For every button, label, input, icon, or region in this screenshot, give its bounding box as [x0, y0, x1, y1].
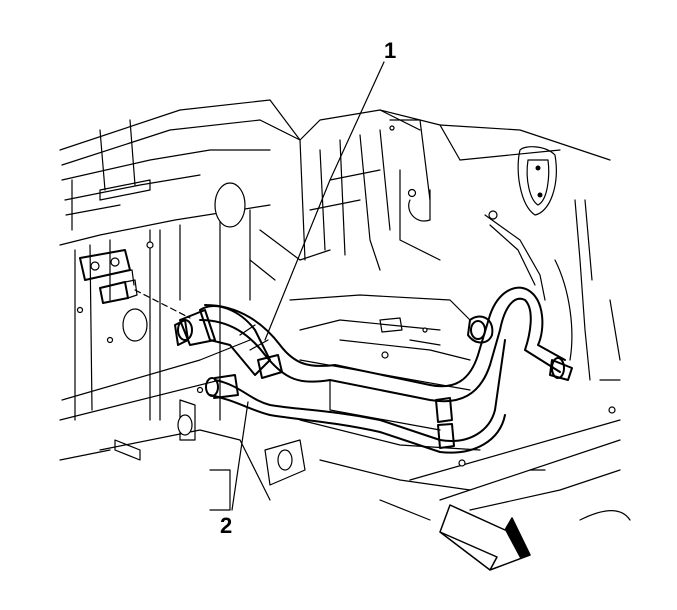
hose-couplers [177, 305, 271, 376]
heater-outlet-hose [205, 339, 506, 454]
heater-inlet-hose [199, 286, 573, 403]
heater-core-flange [79, 249, 138, 304]
hose-clamps [174, 315, 494, 449]
callout-1-label: 1 [384, 38, 397, 63]
right-body-structure [439, 124, 621, 381]
callout-2-label: 2 [220, 513, 233, 538]
floor-structure [289, 294, 631, 521]
forward-arrow-icon [439, 504, 531, 571]
center-bulkhead [249, 109, 461, 281]
left-body-structure [59, 99, 306, 511]
callout-1-leader [264, 61, 385, 341]
alignment-dashed-line [134, 289, 191, 319]
callout-2-leader [231, 401, 249, 511]
